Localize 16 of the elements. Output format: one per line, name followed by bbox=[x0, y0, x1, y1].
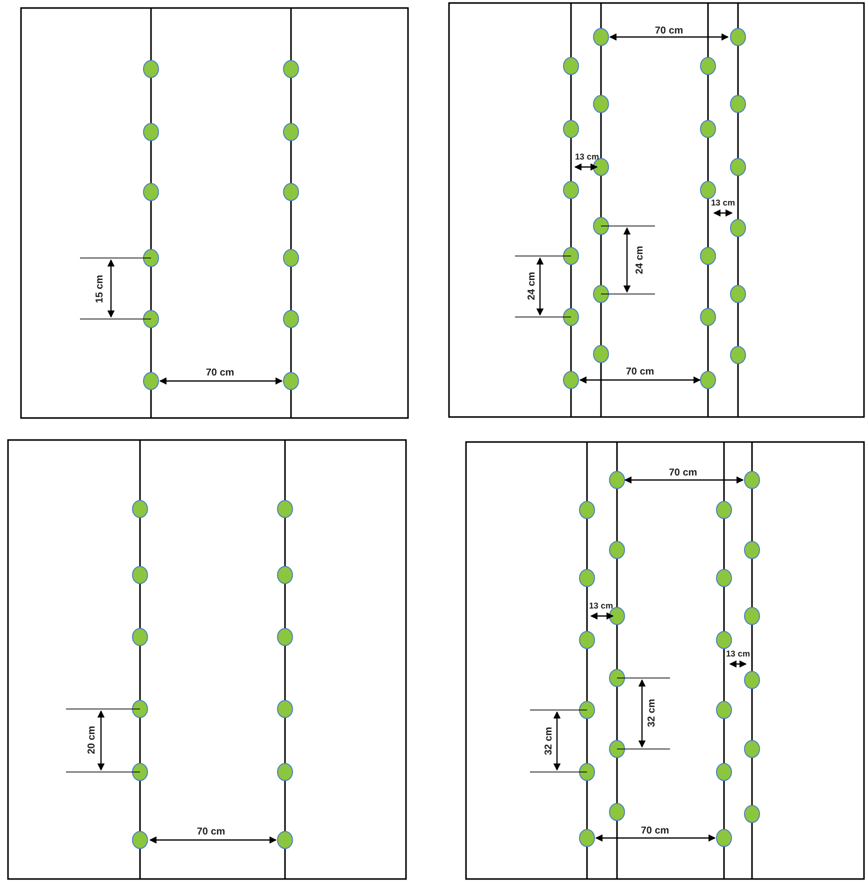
dimension-label: 70 cm bbox=[196, 826, 226, 838]
dimension-label: 70 cm bbox=[640, 826, 670, 836]
dimension-label: 24 cm bbox=[634, 246, 646, 274]
dimension-label: 13 cm bbox=[710, 198, 736, 208]
dimension-label: 13 cm bbox=[588, 600, 614, 612]
dimension-label: 70 cm bbox=[668, 468, 698, 478]
dimension-label: 20 cm bbox=[86, 726, 98, 754]
dimension-label: 32 cm bbox=[544, 726, 554, 756]
dimension-label: 70 cm bbox=[206, 368, 234, 378]
dimension-label: 70 cm bbox=[626, 366, 654, 378]
dimension-label: 13 cm bbox=[726, 648, 750, 660]
dimension-label: 32 cm bbox=[646, 698, 658, 728]
dimension-label: 24 cm bbox=[526, 272, 538, 300]
dimension-label: 70 cm bbox=[654, 26, 684, 36]
dimension-label: 13 cm bbox=[574, 152, 600, 162]
dimension-label: 15 cm bbox=[94, 274, 106, 304]
